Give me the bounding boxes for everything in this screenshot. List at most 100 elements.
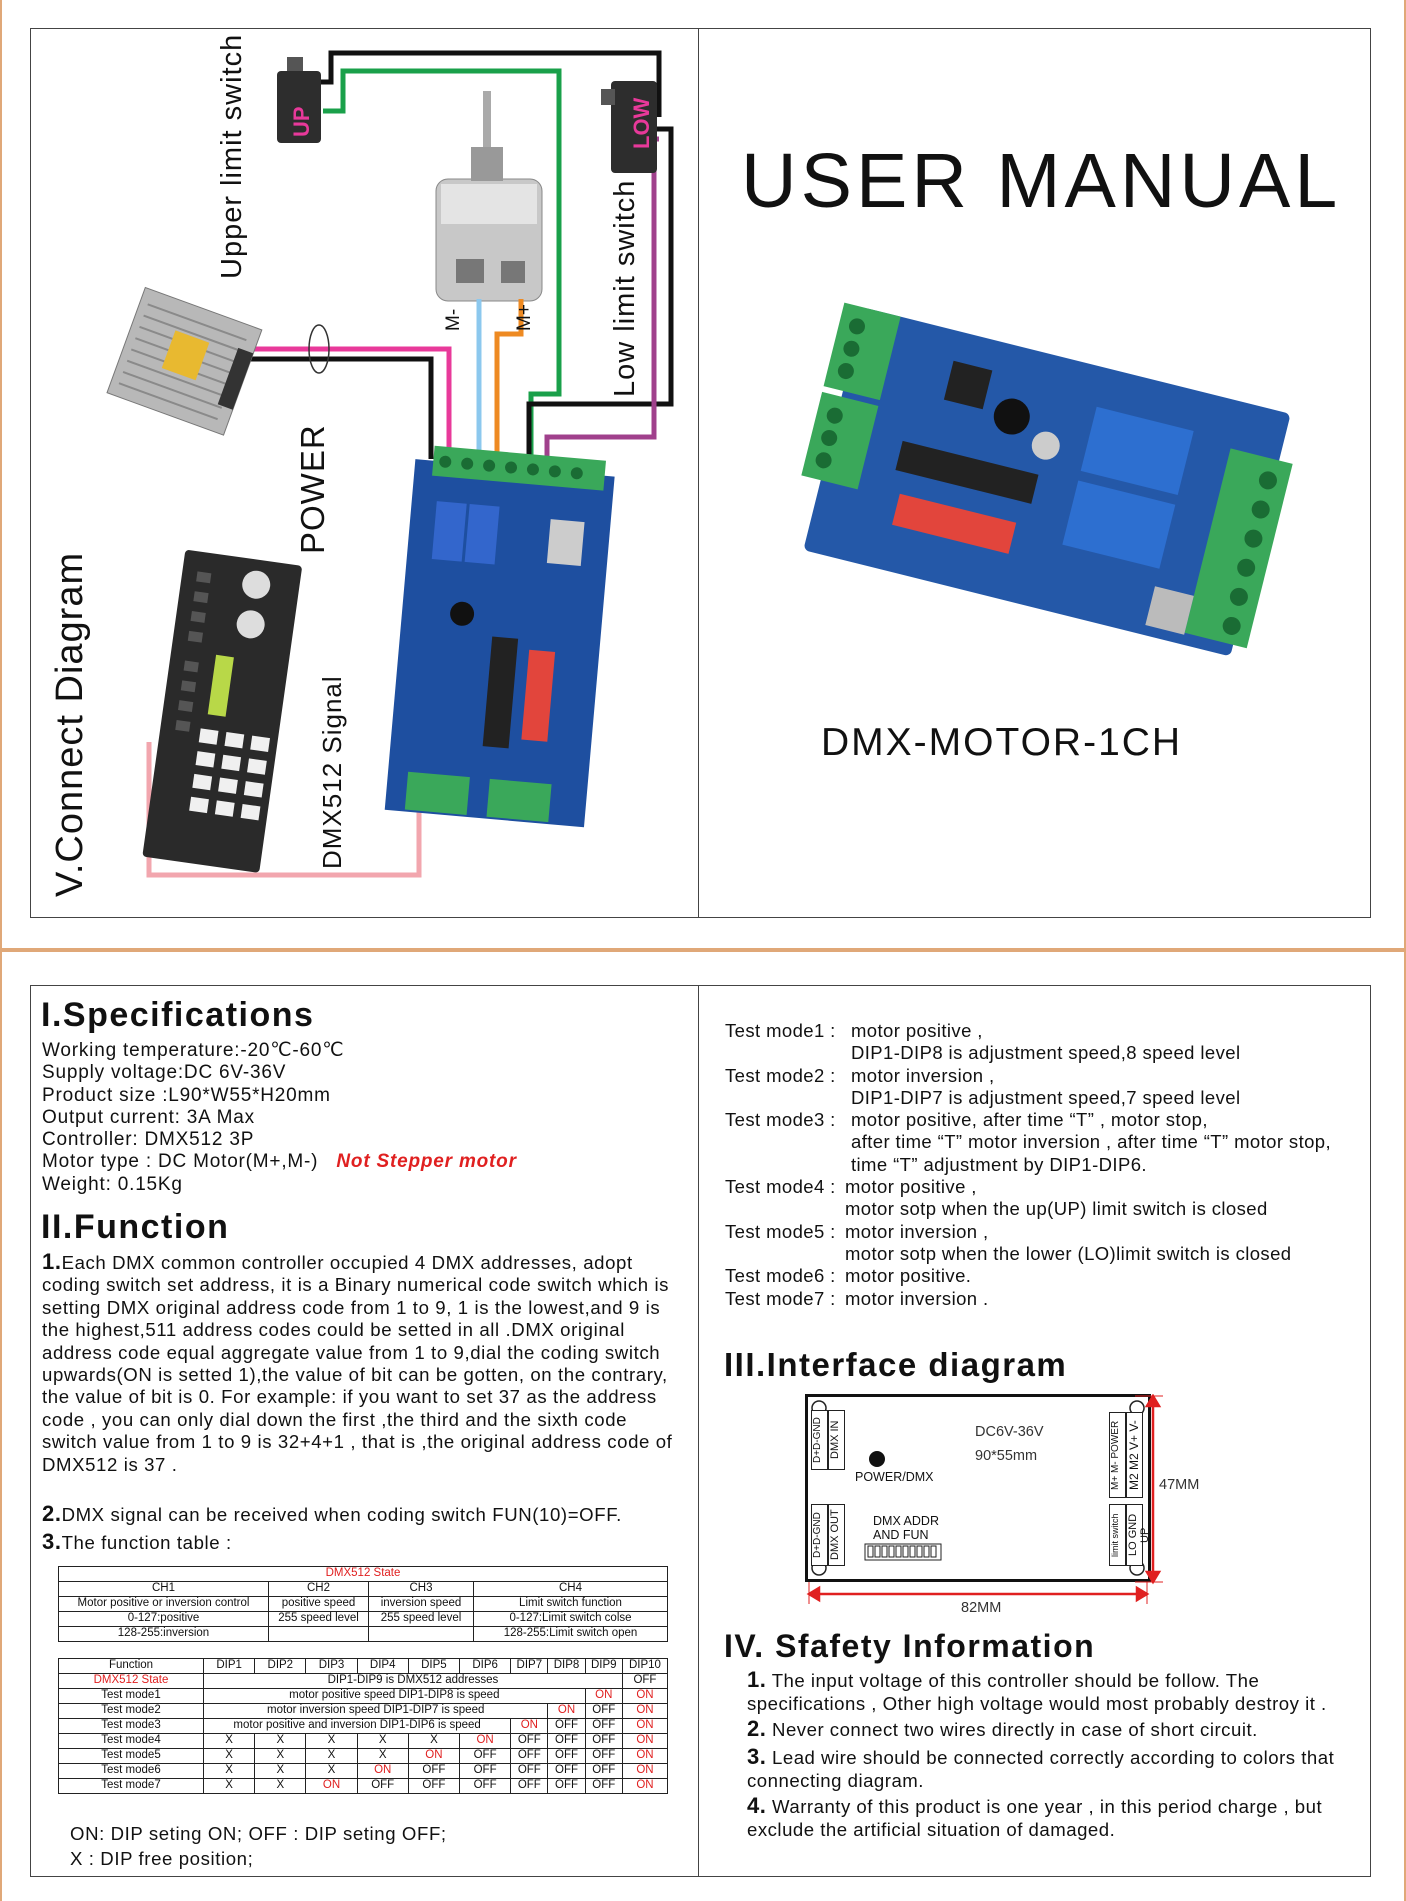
state-table-cell: 255 speed level [268, 1611, 369, 1627]
width-arrow-right [1135, 1585, 1150, 1603]
width-dimension-label: 82MM [961, 1600, 1002, 1616]
dmx-out-terminal-label: DMX OUT [828, 1504, 845, 1566]
dip-table-cell: X [254, 1763, 307, 1779]
cover-title: USER MANUAL [741, 138, 1342, 224]
spec-line: Product size :L90*W55*H20mm [42, 1084, 331, 1106]
state-table-header: CH4 [473, 1581, 668, 1597]
dip-table-cell: OFF [584, 1718, 623, 1734]
state-table-header: CH3 [368, 1581, 474, 1597]
dip-table-row-label: Test mode2 [58, 1703, 204, 1719]
state-table-cell [368, 1626, 474, 1642]
height-arrow-top [1144, 1394, 1162, 1408]
wire-black-low [526, 126, 674, 459]
dip-table-cell: OFF [584, 1703, 623, 1719]
state-table-cell: 255 speed level [368, 1611, 474, 1627]
function-paragraph-1: 1.Each DMX common controller occupied 4 … [42, 1250, 682, 1476]
dip-table-header: DIP1 [202, 1658, 256, 1674]
dmx-in-pins: D+D-GND [811, 1410, 828, 1470]
state-table-cell: positive speed [268, 1596, 369, 1612]
dip-table-cell: OFF [584, 1763, 623, 1779]
dip-table-cell: OFF [584, 1733, 623, 1749]
dip-table-cell: OFF [510, 1733, 549, 1749]
dip-table-row-label: Test mode3 [58, 1718, 204, 1734]
spec-weight: Weight: 0.15Kg [42, 1173, 183, 1195]
dip-table-header: DIP10 [621, 1658, 669, 1674]
state-table-cell: Limit switch function [473, 1596, 668, 1612]
dip-function-table: Function DIP1 DIP2 DIP3 DIP4 DIP5 DIP6 D… [58, 1658, 669, 1794]
wire-purple [544, 136, 659, 459]
test-mode-text: motor positive, after time “T” , motor s… [851, 1109, 1208, 1131]
test-mode-text: motor inversion . [845, 1287, 989, 1309]
function-paragraph-2: 2.DMX signal can be received when coding… [42, 1502, 702, 1526]
safety-list: 1. The input voltage of this controller … [747, 1668, 1367, 1841]
test-mode-text: motor sotp when the lower (LO)limit swit… [845, 1242, 1292, 1264]
dip-table-header: DIP7 [510, 1658, 549, 1674]
interface-board-outline [805, 1394, 1151, 1582]
dip-table-cell: OFF [459, 1748, 512, 1764]
dip-table-cell: X [407, 1733, 461, 1749]
dip-table-span-cell: motor positive speed DIP1-DIP8 is speed [203, 1688, 586, 1704]
dip-table-span-cell: motor inversion speed DIP1-DIP7 is speed [202, 1703, 549, 1719]
dip-table-cell: ON [621, 1718, 669, 1734]
motor-image [435, 91, 543, 302]
test-mode-text: motor positive. [845, 1265, 972, 1287]
dip-table-header: DIP5 [407, 1658, 461, 1674]
test-mode-item: Test mode2 :motor inversion , [725, 1065, 1331, 1087]
test-mode-text: DIP1-DIP8 is adjustment speed,8 speed le… [851, 1042, 1241, 1064]
wire-black-power [239, 356, 434, 459]
interface-diagram: DMX IN D+D-GND DMX OUT D+D-GND POWER/DMX… [795, 1394, 1275, 1616]
dip-table-cell: ON [621, 1703, 669, 1719]
dip-table-cell: ON [621, 1733, 669, 1749]
dip-table-header: Function [58, 1658, 204, 1674]
connect-diagram-title: V.Connect Diagram [49, 551, 91, 897]
power-terminal-pins: M2 M2 V+ V- [1126, 1412, 1143, 1498]
dip-table-cell: ON [356, 1763, 409, 1779]
test-mode-text: motor inversion , [851, 1064, 995, 1086]
state-table-cell [268, 1626, 369, 1642]
function-text-1: Each DMX common controller occupied 4 DM… [42, 1252, 673, 1475]
dip-table-cell: X [356, 1733, 409, 1749]
dip-table-cell: OFF [510, 1778, 549, 1794]
dmx-addr-label-2: AND FUN [873, 1528, 929, 1542]
safety-heading: IV. Sfafety Information [724, 1628, 1096, 1664]
width-arrow-left [806, 1585, 821, 1603]
power-led [869, 1451, 885, 1467]
safety-item-text: Lead wire should be connected correctly … [747, 1747, 1335, 1791]
dip-table-cell: ON [547, 1703, 586, 1719]
safety-item: 4. Warranty of this product is one year … [747, 1794, 1367, 1841]
dip-table-cell: OFF [547, 1718, 586, 1734]
dmx-addr-label-1: DMX ADDR [873, 1514, 939, 1528]
dip-table-cell: X [305, 1748, 358, 1764]
test-mode-item: Test mode3 :motor positive, after time “… [725, 1109, 1331, 1131]
dip-table-row-label: Test mode6 [58, 1763, 204, 1779]
dip-table-header: DIP8 [547, 1658, 586, 1674]
test-mode-text: motor inversion , [845, 1220, 989, 1242]
dip-table-header: DIP3 [305, 1658, 358, 1674]
test-mode-list: Test mode1 :motor positive , DIP1-DIP8 i… [725, 1020, 1331, 1310]
power-wire-marker [308, 324, 330, 374]
dip-table-cell: OFF [547, 1733, 586, 1749]
dip-table-cell: X [202, 1748, 256, 1764]
spec-motor-type-line: Motor type : DC Motor(M+,M-) Not Stepper… [42, 1151, 517, 1173]
spec-motor-type: Motor type : DC Motor(M+,M-) [42, 1151, 319, 1173]
dip-table-cell: ON [305, 1778, 358, 1794]
dip-table-cell: ON [584, 1688, 623, 1704]
connect-diagram-panel: UP LOW [30, 28, 699, 918]
power-supply-image [106, 286, 263, 436]
power-label: POWER [294, 424, 331, 554]
test-mode-item: Test mode5 :motor inversion , [725, 1221, 1331, 1243]
specs-panel: I.Specifications Working temperature:-20… [30, 985, 699, 1877]
dip-legend-1: ON: DIP seting ON; OFF : DIP seting OFF; [70, 1823, 447, 1844]
test-mode-item: Test mode7 :motor inversion . [725, 1288, 1331, 1310]
safety-item: 3. Lead wire should be connected correct… [747, 1745, 1367, 1792]
state-table-cell: 128-255:Limit switch open [473, 1626, 668, 1642]
test-mode-item: Test mode6 :motor positive. [725, 1265, 1331, 1287]
state-table-cell: 128-255:inversion [58, 1626, 269, 1642]
wire-black-upper [321, 50, 662, 117]
safety-item-num: 4. [747, 1793, 767, 1818]
dip-table-cell: OFF [510, 1748, 549, 1764]
